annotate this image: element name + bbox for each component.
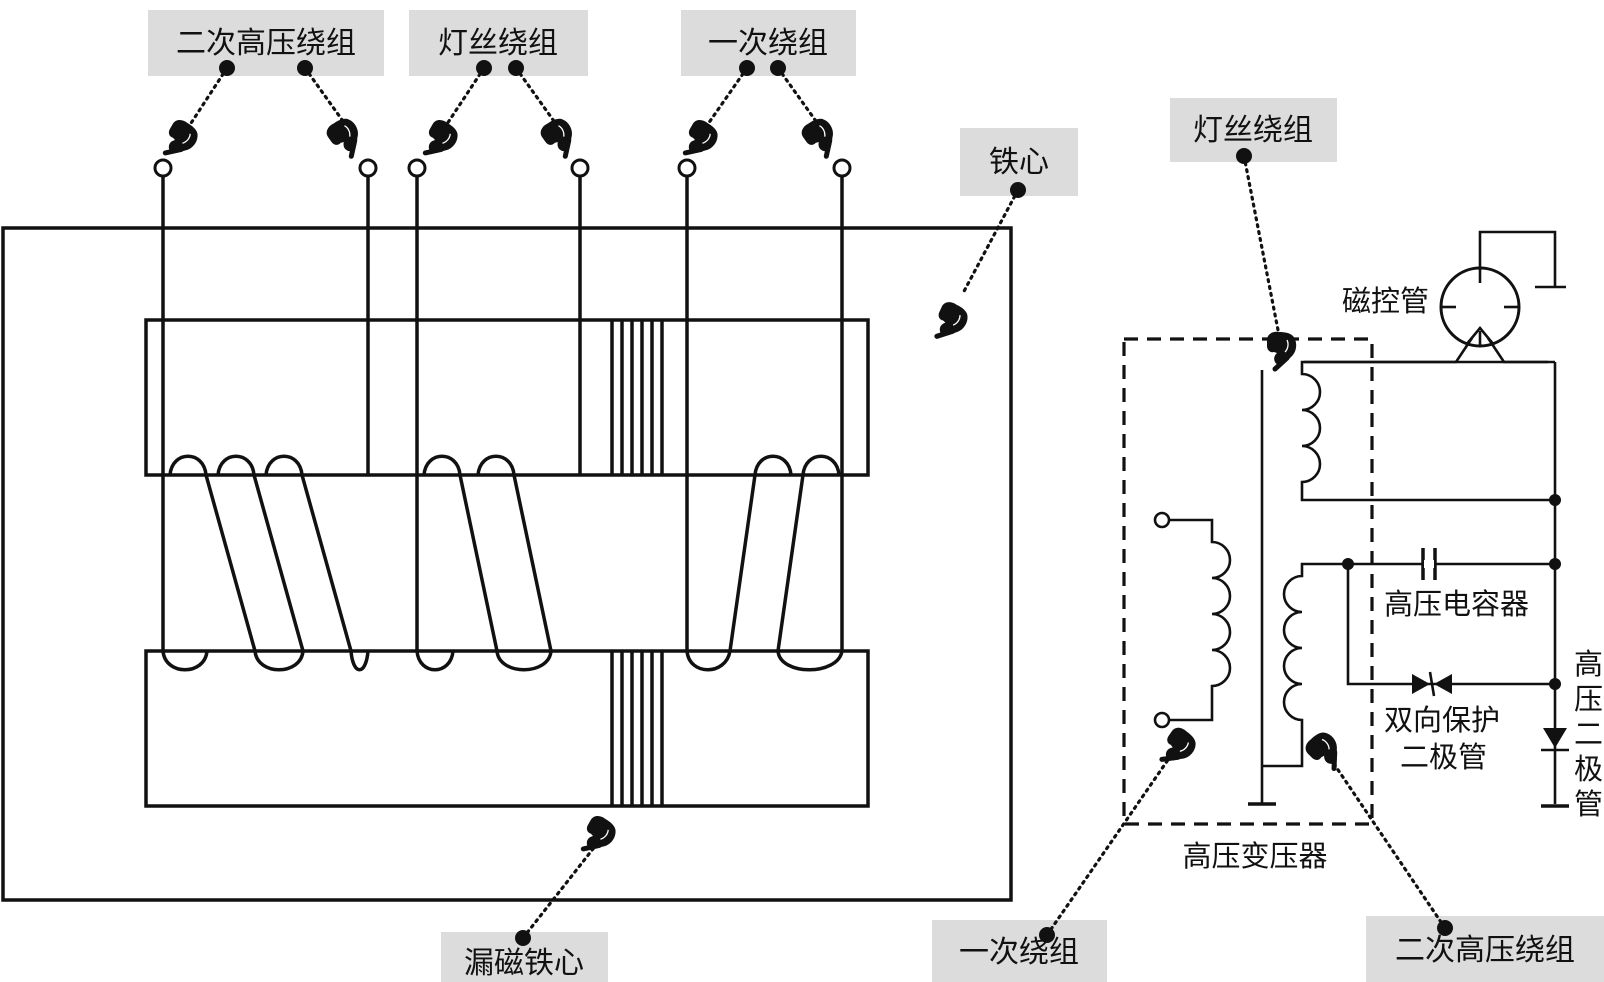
callout-right-secondary-winding: 二次高压绕组 <box>1366 916 1604 982</box>
callout-secondary-winding: 二次高压绕组 <box>148 10 384 76</box>
primary-coil-symbol <box>1153 511 1232 729</box>
filament-coil <box>415 454 553 672</box>
svg-text:漏磁铁心: 漏磁铁心 <box>464 946 584 981</box>
lower-bar <box>144 649 870 808</box>
secondary-coil <box>161 454 370 672</box>
hv-transformer-label: 高压变压器 <box>1182 839 1327 873</box>
hv-diode-symbol <box>1541 362 1569 808</box>
hv-capacitor-label: 高压电容器 <box>1384 587 1529 621</box>
lower-shunt <box>610 651 664 806</box>
callout-dot-icon <box>1039 148 1453 943</box>
outer-core-frame <box>1 226 1013 902</box>
svg-text:一次绕组: 一次绕组 <box>959 935 1079 970</box>
terminal-circle-icon <box>153 158 852 178</box>
svg-text:压: 压 <box>1574 682 1603 716</box>
hv-diode-label: 高 压 二 极 管 <box>1574 647 1603 821</box>
callout-dot-icon <box>219 60 1026 946</box>
upper-bar <box>144 318 870 477</box>
leader-lines-left <box>178 66 1020 940</box>
winding-leads <box>161 176 844 651</box>
svg-text:高: 高 <box>1574 647 1603 681</box>
protection-diode-label-2: 二极管 <box>1400 740 1487 774</box>
pointing-hand-icon <box>158 114 971 860</box>
callout-right-filament-winding: 灯丝绕组 <box>1170 98 1337 162</box>
callout-primary-winding: 一次绕组 <box>681 10 856 76</box>
svg-text:一次绕组: 一次绕组 <box>708 26 828 61</box>
hv-capacitor-symbol <box>1421 548 1437 580</box>
svg-text:灯丝绕组: 灯丝绕组 <box>1193 113 1313 148</box>
magnetron-symbol <box>1304 230 1566 364</box>
protection-diode-label-1: 双向保护 <box>1384 703 1500 737</box>
callout-filament-winding: 灯丝绕组 <box>409 10 588 76</box>
protection-diode-symbol <box>1412 671 1452 697</box>
callout-leakage-core: 漏磁铁心 <box>441 932 608 982</box>
hv-transformer-box <box>1122 337 1374 826</box>
filament-coil-symbol <box>1300 360 1555 502</box>
right-circuit: 高压变压器 高压电容器 <box>932 98 1604 982</box>
magnetron-label: 磁控管 <box>1342 284 1429 318</box>
left-transformer: 二次高压绕组 灯丝绕组 一次绕组 铁心 漏磁铁心 <box>1 10 1078 982</box>
secondary-coil-symbol <box>1262 562 1555 768</box>
primary-coil <box>685 454 844 672</box>
svg-text:极: 极 <box>1574 752 1603 786</box>
svg-text:灯丝绕组: 灯丝绕组 <box>438 26 558 61</box>
upper-shunt <box>610 320 664 475</box>
svg-text:管: 管 <box>1574 787 1603 821</box>
svg-text:二次高压绕组: 二次高压绕组 <box>176 26 356 61</box>
svg-text:铁心: 铁心 <box>989 145 1049 180</box>
svg-text:二次高压绕组: 二次高压绕组 <box>1395 933 1575 968</box>
leader-lines-right <box>1045 154 1447 937</box>
svg-text:二: 二 <box>1574 717 1603 751</box>
callout-right-primary-winding: 一次绕组 <box>932 920 1107 982</box>
